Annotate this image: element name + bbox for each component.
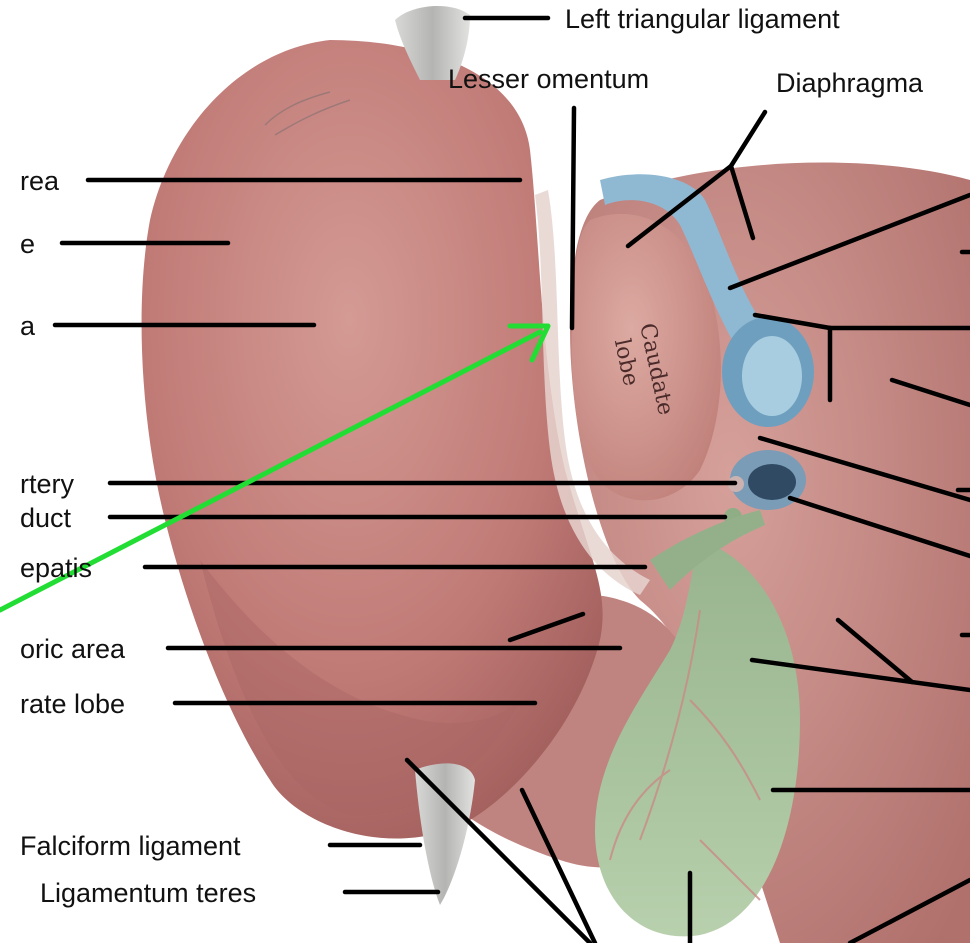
leader-lesser-omentum	[572, 108, 574, 328]
label-porta-hepatis: epatis	[20, 553, 92, 583]
label-lesser-omentum: Lesser omentum	[448, 64, 649, 94]
label-bare-area: rea	[20, 166, 60, 196]
vena-cava-lumen	[742, 336, 802, 416]
label-hepatic-artery: rtery	[20, 469, 75, 499]
label-quadrate-lobe: rate lobe	[20, 689, 125, 719]
falciform-ligament-shape	[415, 763, 475, 905]
label-pyloric-area: oric area	[20, 634, 126, 664]
label-bile-duct: duct	[20, 503, 72, 533]
portal-vein-lumen	[748, 464, 796, 500]
leader-diaphragmatic-stem	[731, 112, 765, 166]
label-gastric-area: a	[20, 311, 36, 341]
label-left-lobe: e	[20, 229, 35, 259]
label-diaphragmatic: Diaphragma	[776, 68, 924, 98]
label-ligamentum-teres: Ligamentum teres	[40, 878, 256, 908]
label-left-triangular-ligament: Left triangular ligament	[565, 4, 840, 34]
label-falciform-ligament: Falciform ligament	[20, 831, 241, 861]
